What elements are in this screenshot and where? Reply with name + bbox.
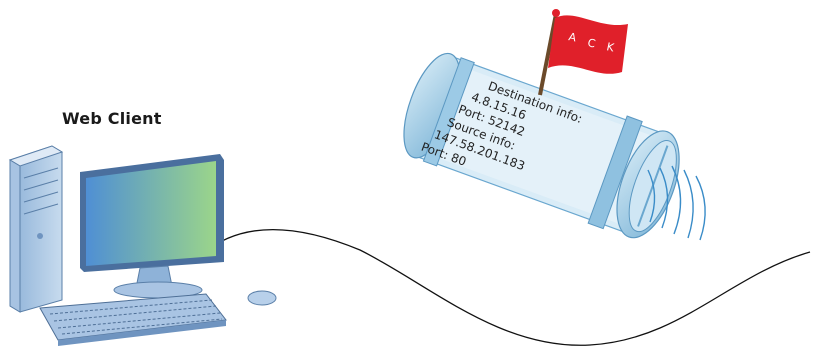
keyboard (40, 294, 226, 346)
tower-case (10, 146, 62, 312)
network-cable (205, 230, 810, 346)
computer-icon (10, 146, 276, 346)
ack-flag: A C K (540, 9, 628, 95)
mouse (248, 291, 276, 305)
monitor (80, 154, 224, 298)
client-title: Web Client (62, 109, 162, 128)
